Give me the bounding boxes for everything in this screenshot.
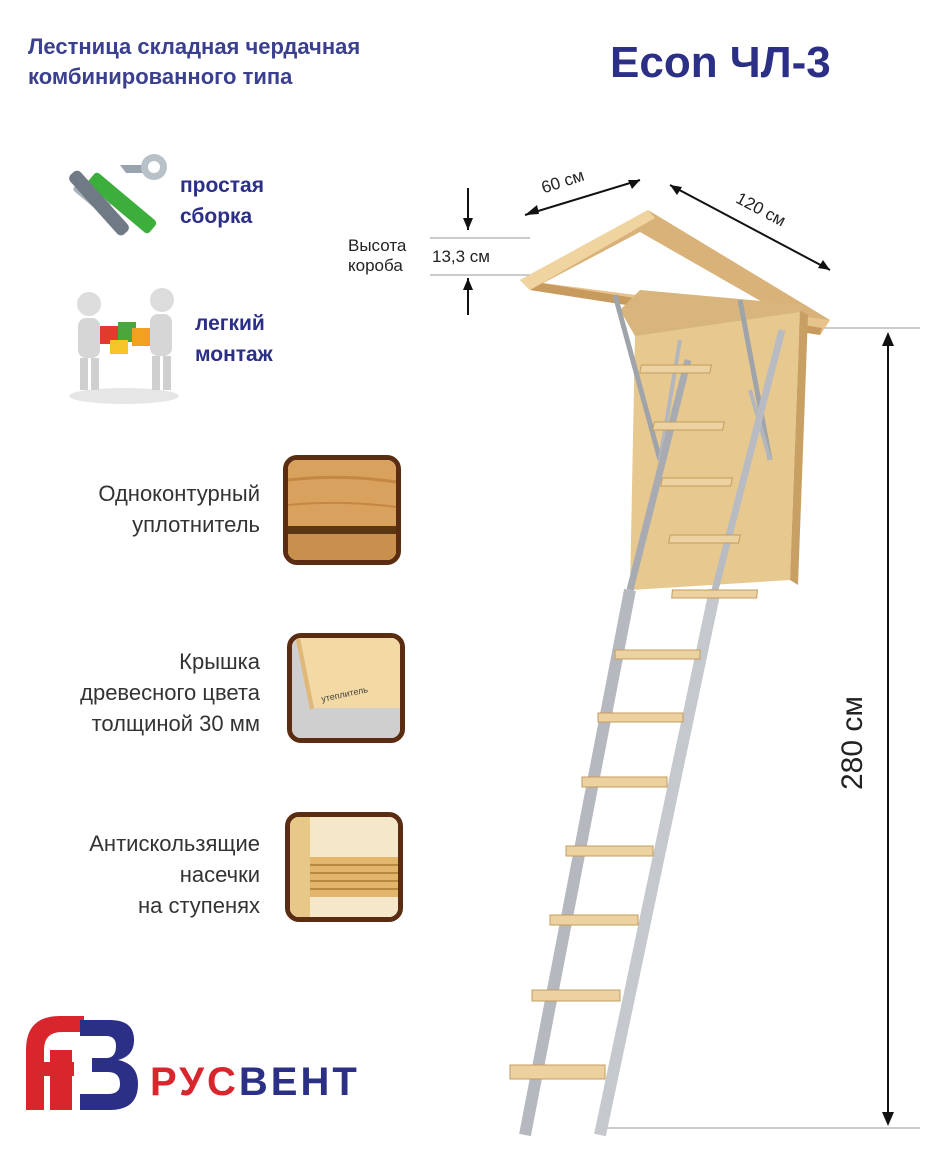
detail-1-line-1: Одноконтурный: [98, 481, 260, 506]
ladder-illustration: [430, 179, 920, 1137]
detail-3-line-3: на ступенях: [137, 893, 260, 918]
lid-photo: утеплитель: [287, 633, 405, 743]
detail-2-line-1: Крышка: [179, 649, 260, 674]
step-grooves-image: [290, 817, 398, 917]
brand-name-part-1: РУС: [150, 1060, 239, 1104]
brand-name: РУСВЕНТ: [150, 1060, 360, 1105]
detail-3-line-1: Антискользящие: [89, 831, 260, 856]
total-height-label: 280 см: [836, 695, 869, 790]
detail-seal-text: Одноконтурный уплотнитель: [20, 478, 260, 540]
hammer-wrench-icon: [69, 154, 167, 236]
seal-wood-image: [288, 460, 396, 560]
rusvent-logo-icon: [26, 1016, 138, 1110]
feature-1-line-2: сборка: [180, 205, 253, 228]
title-line-1: Лестница складная чердачная: [28, 34, 361, 59]
feature-2-line-1: легкий: [195, 312, 265, 335]
feature-1-line-1: простая: [180, 174, 264, 197]
feature-2-line-2: монтаж: [195, 343, 273, 366]
detail-3-line-2: насечки: [179, 862, 260, 887]
box-height-caption-line-1: Высота: [348, 236, 407, 255]
feature-easy-assembly: простая сборка: [180, 170, 264, 232]
title-line-2: комбинированного типа: [28, 64, 293, 89]
feature-easy-installation: легкий монтаж: [195, 308, 273, 370]
detail-lid-text: Крышка древесного цвета толщиной 30 мм: [20, 646, 260, 739]
seal-photo: [283, 455, 401, 565]
antislip-photo: [285, 812, 403, 922]
model-name: Econ ЧЛ-3: [610, 38, 831, 87]
box-height-value: 13,3 см: [432, 247, 490, 266]
box-height-caption: Высота короба: [348, 236, 406, 276]
lid-insulation-image: утеплитель: [292, 638, 400, 738]
detail-2-line-2: древесного цвета: [80, 680, 260, 705]
product-title: Лестница складная чердачная комбинирован…: [28, 32, 360, 92]
length-dimension-line: [669, 184, 831, 271]
box-height-caption-line-2: короба: [348, 256, 403, 275]
detail-antislip-text: Антискользящие насечки на ступенях: [20, 828, 260, 921]
detail-2-line-3: толщиной 30 мм: [91, 711, 260, 736]
width-dimension-line: [524, 179, 641, 216]
puzzle-people-icon: [69, 288, 179, 404]
brand-name-part-2: ВЕНТ: [238, 1060, 360, 1104]
detail-1-line-2: уплотнитель: [132, 512, 260, 537]
